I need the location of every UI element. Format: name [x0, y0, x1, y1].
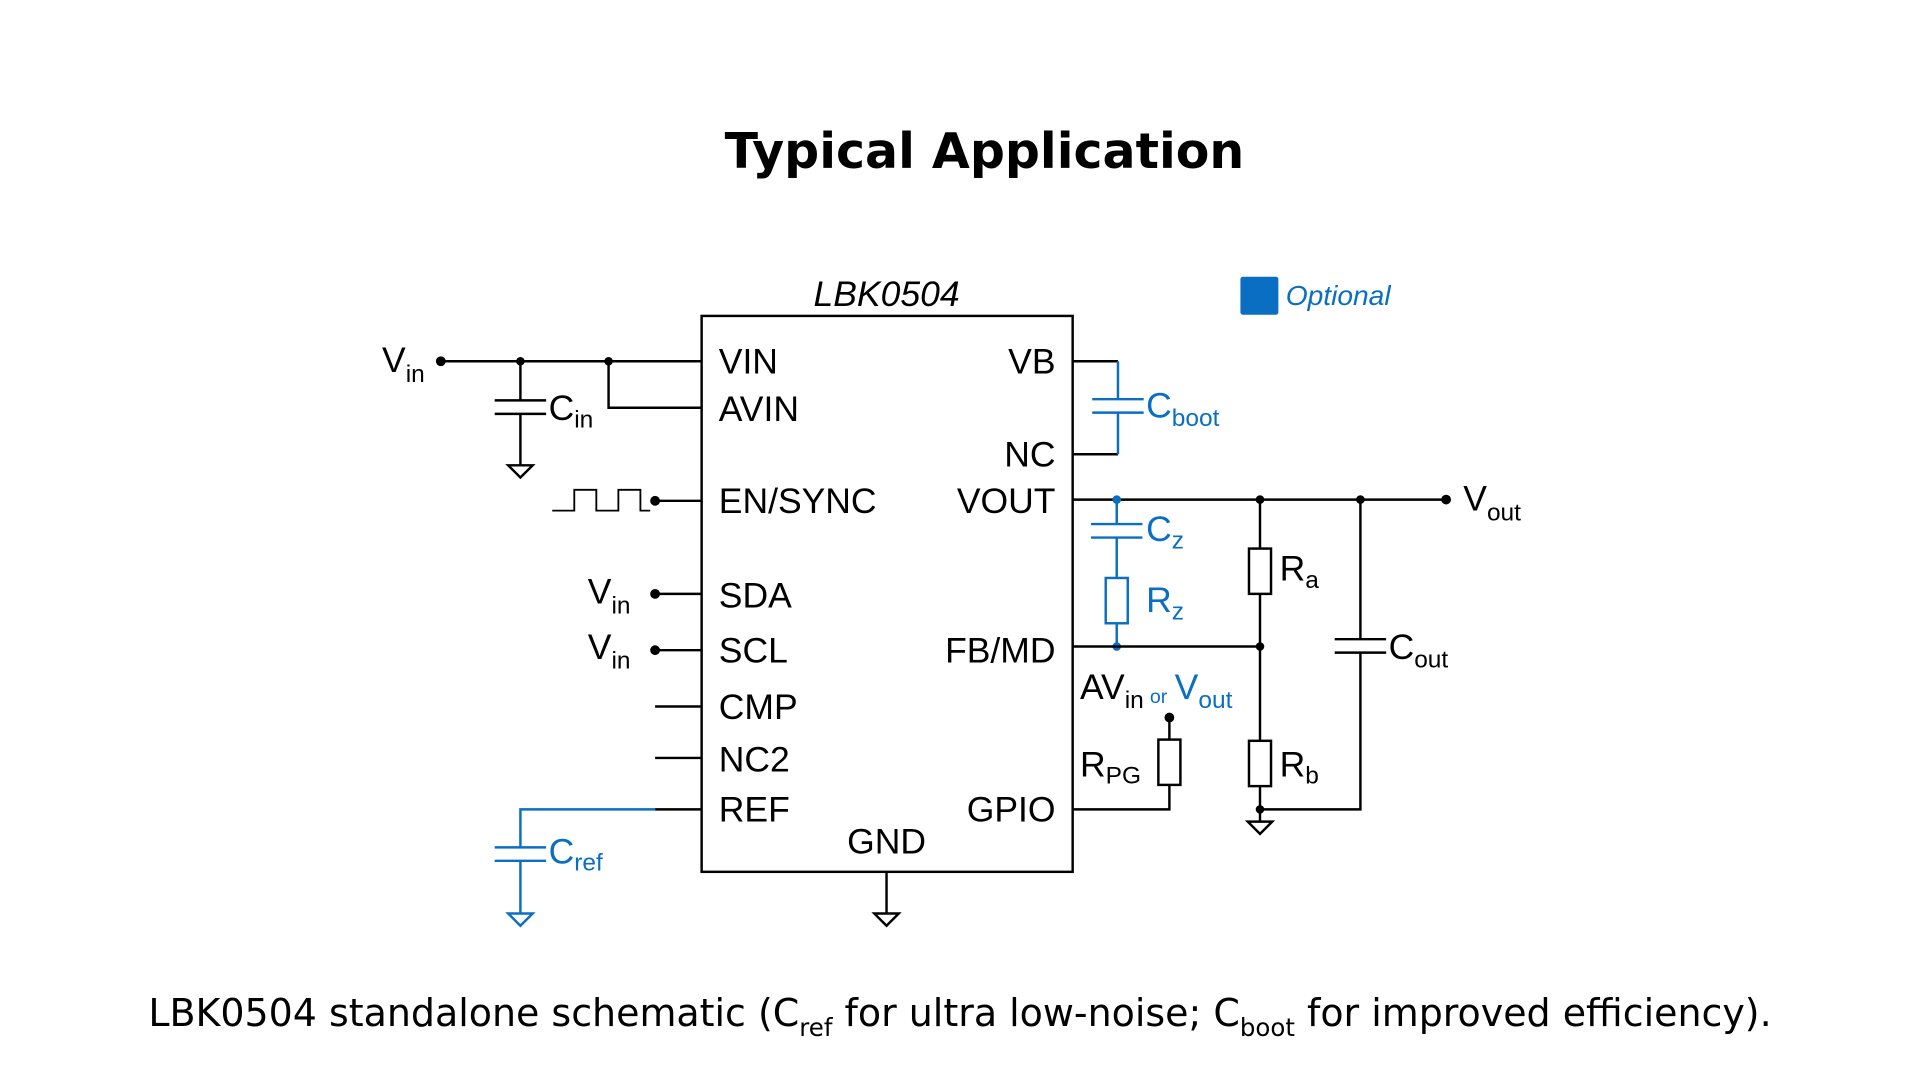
- rb-resistor: [1247, 739, 1273, 788]
- en-sync-net: [552, 488, 702, 512]
- pulse-signal-icon: [552, 488, 651, 512]
- pin-avin: AVIN: [719, 389, 799, 429]
- pin-en-sync: EN/SYNC: [719, 481, 877, 521]
- pin-vb: VB: [1008, 341, 1055, 381]
- cref-capacitor: Cref: [494, 808, 702, 928]
- legend-label: Optional: [1286, 280, 1392, 311]
- pin-nc: NC: [1004, 435, 1055, 475]
- ground-icon: [505, 912, 536, 928]
- scl-vin-label: Vin: [588, 627, 631, 675]
- chip-name: LBK0504: [813, 274, 959, 314]
- pin-sda: SDA: [719, 575, 792, 615]
- rz-resistor: [1104, 576, 1129, 625]
- pin-gnd: GND: [847, 821, 926, 861]
- legend: Optional: [1240, 276, 1392, 315]
- vout-label: Vout: [1463, 479, 1521, 527]
- feedback-divider: Ra Rb: [1072, 499, 1320, 836]
- pin-scl: SCL: [719, 630, 788, 670]
- pin-cmp: CMP: [719, 687, 798, 727]
- sda-net: Vin: [588, 572, 702, 620]
- cref-label: Cref: [549, 831, 603, 876]
- pin-vout: VOUT: [957, 481, 1056, 521]
- vin-label: Vin: [382, 340, 425, 388]
- cz-rz-network: Cz Rz: [1091, 499, 1184, 651]
- pin-gpio: GPIO: [967, 790, 1056, 830]
- cin-capacitor: Cin: [494, 361, 594, 480]
- cout-capacitor: Cout: [1260, 499, 1449, 811]
- rpg-label: RPG: [1080, 744, 1141, 789]
- rpg-resistor: [1157, 738, 1182, 787]
- scl-net: Vin: [588, 627, 702, 675]
- ra-resistor: [1247, 547, 1273, 596]
- pin-nc2: NC2: [719, 739, 790, 779]
- rz-label: Rz: [1146, 580, 1184, 625]
- vout-terminal: [1441, 494, 1452, 505]
- ra-label: Ra: [1280, 548, 1320, 593]
- cboot-label: Cboot: [1146, 386, 1219, 433]
- legend-swatch: [1240, 276, 1279, 315]
- ground-icon: [505, 464, 536, 480]
- pin-fb-md: FB/MD: [945, 630, 1055, 670]
- vout-net: Vout: [1072, 479, 1521, 527]
- cin-label: Cin: [549, 388, 594, 433]
- rb-label: Rb: [1280, 744, 1319, 789]
- gnd-net: [871, 871, 902, 928]
- figure-caption: LBK0504 standalone schematic (Cref for u…: [148, 991, 1771, 1042]
- cboot-capacitor: Cboot: [1072, 360, 1220, 456]
- ground-icon: [871, 912, 902, 928]
- cz-label: Cz: [1146, 509, 1184, 554]
- sda-vin-label: Vin: [588, 572, 631, 620]
- pin-vin: VIN: [719, 341, 778, 381]
- pin-ref: REF: [719, 790, 790, 830]
- avin-wire: [607, 361, 702, 409]
- cout-label: Cout: [1389, 627, 1449, 674]
- figure-title: Typical Application: [725, 123, 1245, 180]
- vin-net: Vin: [382, 340, 702, 409]
- ground-icon: [1244, 820, 1276, 836]
